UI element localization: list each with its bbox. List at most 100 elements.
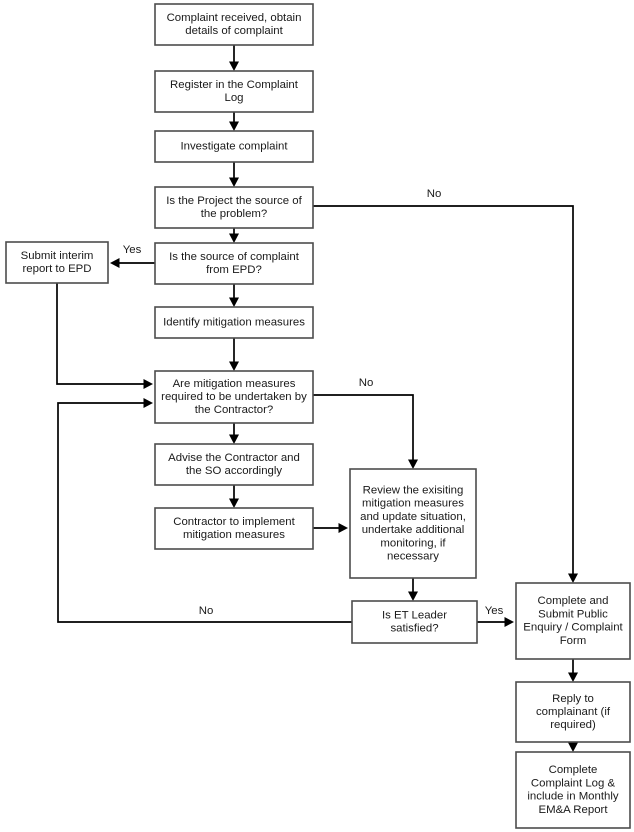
is-et-leader-satisfied-decision-box-shape xyxy=(351,600,478,644)
is-source-from-epd-decision-box-text-line-1: Is the source of complaint xyxy=(169,251,300,263)
edges-layer xyxy=(56,45,574,750)
edge-submit-interim-to-mitigation-decision xyxy=(56,283,151,385)
complete-complaint-log-monthly-report-box-text-line-2: Complaint Log & xyxy=(531,777,616,789)
edge-et-leader-yes-to-complete-form-arrowhead-icon xyxy=(504,617,514,627)
edge-identify-to-mitigation-decision-arrowhead-icon xyxy=(229,361,239,371)
contractor-implement-measures-box-shape xyxy=(154,507,314,550)
contractor-implement-measures-box-text-line-2: mitigation measures xyxy=(183,529,285,541)
complete-submit-public-enquiry-form-box-text-line-3: Enquiry / Complaint xyxy=(523,622,623,634)
review-existing-measures-box-text-line-6: necessary xyxy=(387,551,439,563)
complete-complaint-log-monthly-report-box-text-line-4: EM&A Report xyxy=(538,804,608,816)
investigate-complaint-box-text-line-1: Investigate complaint xyxy=(180,141,288,153)
advise-contractor-so-box-text-line-2: the SO accordingly xyxy=(186,465,283,477)
edge-et-leader-no-to-mitigation-decision-arrowhead-icon xyxy=(143,398,153,408)
edge-project-source-yes-to-source-epd-arrowhead-icon xyxy=(229,233,239,243)
identify-mitigation-measures-box-text-line-1: Identify mitigation measures xyxy=(163,317,305,329)
complete-complaint-log-monthly-report-box-text-line-3: include in Monthly xyxy=(527,791,618,803)
edge-et-leader-no-to-mitigation-decision xyxy=(57,402,352,623)
register-complaint-log-box-shape xyxy=(154,70,314,113)
reply-to-complainant-box-text-line-1: Reply to xyxy=(552,693,594,705)
is-source-from-epd-decision-box-shape xyxy=(154,242,314,285)
edge-label-et-leader-no: No xyxy=(199,605,214,617)
edge-mitigation-decision-no-to-review-arrowhead-icon xyxy=(408,459,418,469)
advise-contractor-so-box-shape xyxy=(154,443,314,486)
complete-submit-public-enquiry-form-box-text-line-4: Form xyxy=(560,635,587,647)
edge-reply-to-complete-log-arrowhead-icon xyxy=(568,742,578,752)
complete-submit-public-enquiry-form-box-shape xyxy=(515,582,631,660)
review-existing-measures-box-text-line-2: mitigation measures xyxy=(362,498,464,510)
advise-contractor-so-box-text-line-1: Advise the Contractor and xyxy=(168,452,300,464)
edge-register-to-investigate-arrowhead-icon xyxy=(229,121,239,131)
submit-interim-report-epd-box-shape xyxy=(5,241,109,284)
arrowheads-layer xyxy=(110,61,578,752)
review-existing-measures-box-text-line-1: Review the exisiting xyxy=(363,485,464,497)
complete-complaint-log-monthly-report-box-shape xyxy=(515,751,631,829)
mitigation-by-contractor-decision-box-text-line-3: the Contractor? xyxy=(195,404,274,416)
reply-to-complainant-box-text-line-3: required) xyxy=(550,719,596,731)
contractor-implement-measures-box-text-line-1: Contractor to implement xyxy=(173,516,295,528)
edge-project-source-no-to-complete-form-arrowhead-icon xyxy=(568,573,578,583)
is-project-source-decision-box-shape xyxy=(154,186,314,229)
edge-contractor-implement-to-review-arrowhead-icon xyxy=(338,523,348,533)
identify-mitigation-measures-box-shape xyxy=(154,306,314,339)
complete-submit-public-enquiry-form-box-text-line-2: Submit Public xyxy=(538,608,608,620)
register-complaint-log-box-text-line-1: Register in the Complaint xyxy=(170,79,299,91)
review-existing-measures-box-shape xyxy=(349,468,477,579)
edge-advise-to-contractor-implement-arrowhead-icon xyxy=(229,498,239,508)
edge-mitigation-decision-yes-to-advise-arrowhead-icon xyxy=(229,434,239,444)
edge-source-epd-yes-to-submit-interim-arrowhead-icon xyxy=(110,258,120,268)
investigate-complaint-box-shape xyxy=(154,130,314,163)
identify-mitigation-measures-box[interactable]: Identify mitigation measures xyxy=(154,306,314,339)
reply-to-complainant-box-shape xyxy=(515,681,631,743)
review-existing-measures-box-text-line-3: and update situation, xyxy=(360,511,466,523)
mitigation-by-contractor-decision-box-text-line-1: Are mitigation measures xyxy=(173,378,296,390)
mitigation-by-contractor-decision-box-text-line-2: required to be undertaken by xyxy=(161,391,307,403)
complete-submit-public-enquiry-form-box-text-line-1: Complete and xyxy=(538,595,609,607)
edge-project-source-no-to-complete-form xyxy=(313,205,574,581)
edge-complaint-to-register-arrowhead-icon xyxy=(229,61,239,71)
investigate-complaint-box[interactable]: Investigate complaint xyxy=(154,130,314,163)
is-project-source-decision-box-text-line-1: Is the Project the source of xyxy=(166,195,302,207)
is-source-from-epd-decision-box-text-line-2: from EPD? xyxy=(206,264,262,276)
edge-investigate-to-project-source-arrowhead-icon xyxy=(229,177,239,187)
review-existing-measures-box-text-line-5: monitoring, if xyxy=(380,537,446,549)
edge-label-et-leader-yes: Yes xyxy=(485,605,504,617)
edge-review-to-et-leader-arrowhead-icon xyxy=(408,591,418,601)
is-et-leader-satisfied-decision-box[interactable]: Is ET Leader satisfied? xyxy=(351,600,478,644)
edge-label-source-epd-yes: Yes xyxy=(123,244,142,256)
reply-to-complainant-box-text-line-2: complainant (if xyxy=(536,706,611,718)
edge-submit-interim-to-mitigation-decision-arrowhead-icon xyxy=(143,379,153,389)
edge-label-mitigation-no: No xyxy=(359,377,374,389)
complete-complaint-log-monthly-report-box-text-line-1: Complete xyxy=(549,764,598,776)
edge-mitigation-decision-no-to-review xyxy=(313,394,414,467)
edge-source-epd-to-identify-mitigation-arrowhead-icon xyxy=(229,297,239,307)
is-et-leader-satisfied-decision-box-text-line-2: satisfied? xyxy=(390,623,438,635)
is-project-source-decision-box-text-line-2: the problem? xyxy=(201,208,268,220)
review-existing-measures-box-text-line-4: undertake additional xyxy=(362,524,465,536)
submit-interim-report-epd-box-text-line-2: report to EPD xyxy=(22,263,91,275)
complaint-received-box-text-line-2: details of complaint xyxy=(185,25,283,37)
edge-complete-form-to-reply-arrowhead-icon xyxy=(568,672,578,682)
is-et-leader-satisfied-decision-box-text-line-1: Is ET Leader xyxy=(382,609,447,621)
submit-interim-report-epd-box-text-line-1: Submit interim xyxy=(21,250,94,262)
edge-label-project-source-no: No xyxy=(427,188,442,200)
mitigation-by-contractor-decision-box-shape xyxy=(154,370,314,424)
complaint-received-box-text-line-1: Complaint received, obtain xyxy=(167,12,302,24)
complaint-received-box-shape xyxy=(154,3,314,46)
